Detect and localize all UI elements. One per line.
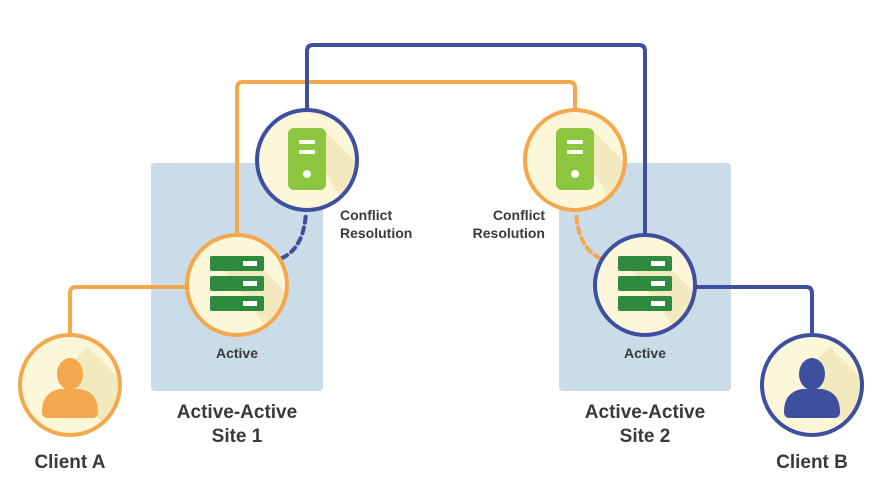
site-2-title-line2: Site 2 [620,426,671,447]
site-2-title-line1: Active-Active [585,402,705,423]
orange-link-site1-to-conflict2 [235,80,577,237]
client-a-label: Client A [34,452,105,473]
conflict-left-label-line1: Conflict [340,207,392,223]
site-2-status-label: Active [624,345,666,361]
orange-dashed-conflict-link [574,210,602,260]
client-b-node [760,333,864,437]
connections [68,43,814,337]
conflict-right-label-line1: Conflict [493,207,545,223]
conflict-right-label-line2: Resolution [473,225,545,241]
user-icon [784,358,840,418]
user-icon [42,358,98,418]
conflict-left-label-line2: Resolution [340,225,412,241]
blue-dashed-conflict-link [280,210,308,260]
server-rack-icon [210,256,264,311]
blue-link-site2-to-conflict1 [305,43,647,237]
site-1-status-label: Active [216,345,258,361]
server-tower-icon [288,128,326,190]
client-b-label: Client B [776,452,848,473]
client-a-node [18,333,122,437]
server-tower-icon [556,128,594,190]
site-2-database-node [593,233,697,337]
site-1-database-node [185,233,289,337]
site-1-title-line2: Site 1 [212,426,263,447]
blue-link-site2-to-client-b [693,285,814,337]
site-1-title-line1: Active-Active [177,402,297,423]
conflict-resolution-node-left [255,108,359,212]
orange-link-client-a-to-site1 [68,285,189,337]
server-rack-icon [618,256,672,311]
